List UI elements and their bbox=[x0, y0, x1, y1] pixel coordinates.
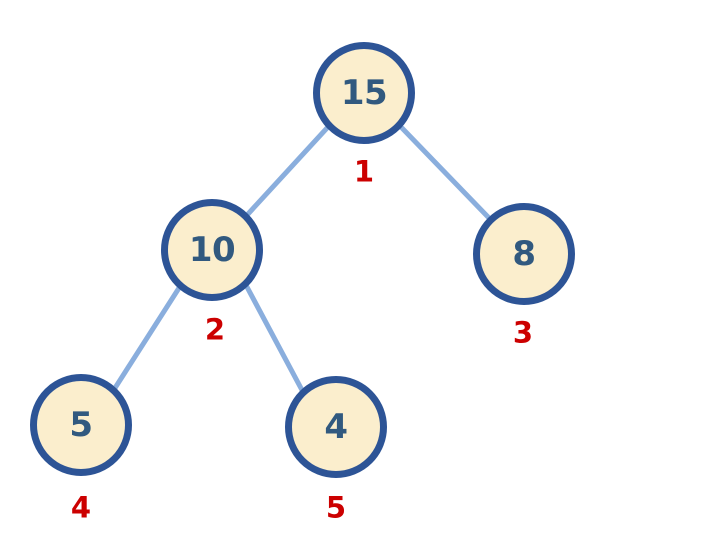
tree-node-index-label-4: 4 bbox=[70, 490, 92, 525]
tree-edge-n2-n4 bbox=[112, 285, 182, 391]
tree-node-value: 4 bbox=[324, 407, 348, 447]
tree-edge-n1-n2 bbox=[245, 125, 330, 217]
tree-node-index-label-1: 1 bbox=[353, 154, 375, 189]
tree-node-value: 10 bbox=[188, 230, 236, 270]
tree-node-8[interactable]: 8 bbox=[473, 203, 575, 305]
tree-node-index-label-3: 3 bbox=[512, 315, 534, 350]
tree-node-4[interactable]: 4 bbox=[285, 376, 387, 478]
tree-node-value: 15 bbox=[340, 73, 388, 113]
tree-node-5[interactable]: 5 bbox=[30, 374, 132, 476]
tree-node-index-label-2: 2 bbox=[204, 312, 226, 347]
tree-node-index-label-5: 5 bbox=[325, 490, 347, 525]
tree-edge-n2-n5 bbox=[244, 284, 306, 395]
tree-node-value: 5 bbox=[69, 405, 93, 445]
tree-node-15[interactable]: 15 bbox=[313, 42, 415, 144]
tree-edge-n1-n3 bbox=[399, 125, 492, 221]
tree-node-value: 8 bbox=[512, 234, 536, 274]
tree-node-10[interactable]: 10 bbox=[161, 199, 263, 301]
